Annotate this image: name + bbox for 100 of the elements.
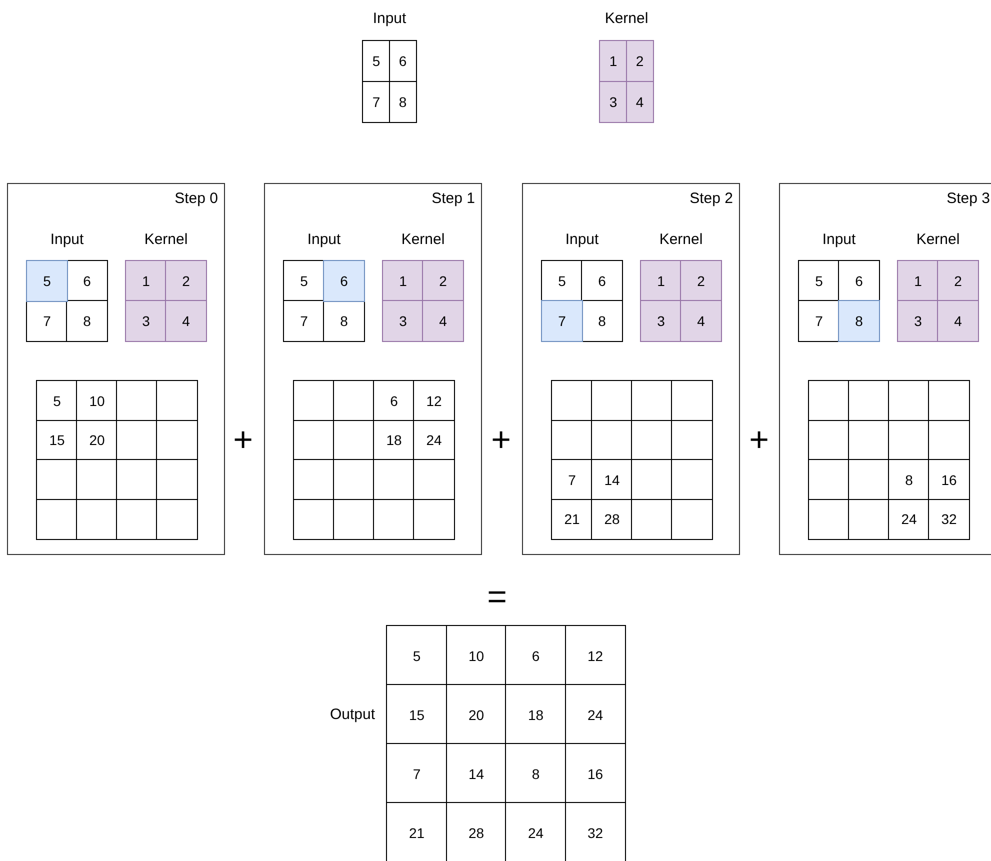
matrix-cell: 6 [838,260,880,302]
matrix-title: Output [330,706,376,723]
matrix-cell: 8 [838,300,880,342]
step-panel [264,183,482,555]
matrix-cell: 32 [928,498,970,540]
matrix-cell: 24 [888,498,930,540]
matrix-cell: 6 [373,380,415,422]
matrix-cell: 4 [680,300,722,342]
matrix-title: Input [565,231,599,248]
matrix-cell: 1 [382,260,424,302]
step-label: Step 3 [946,190,990,207]
matrix-cell: 8 [581,300,623,342]
step-panel [7,183,225,555]
matrix-cell: 2 [937,260,979,302]
matrix-cell: 7 [386,743,448,804]
matrix-title: Kernel [659,231,703,248]
matrix-cell: 5 [283,260,325,302]
kernel-matrix [898,261,978,341]
matrix-cell: 5 [26,260,68,302]
matrix-cell: 5 [36,380,78,422]
matrix-cell: 8 [388,80,417,123]
matrix-cell: 8 [323,300,365,342]
matrix-cell: 1 [599,40,628,82]
matrix-cell: 28 [591,498,633,540]
matrix-cell: 2 [626,40,654,82]
matrix-cell: 21 [551,498,593,540]
output-matrix [387,626,625,861]
input-matrix [542,261,622,341]
matrix-title: Input [372,10,406,27]
matrix-cell: 12 [564,625,626,686]
matrix-cell: 1 [640,260,682,302]
matrix-cell: 24 [505,802,566,861]
matrix-cell: 1 [125,260,167,302]
matrix-title: Kernel [144,231,188,248]
input-matrix [363,41,416,122]
matrix-cell: 16 [928,459,970,500]
matrix-cell: 4 [937,300,979,342]
matrix-cell: 7 [798,300,840,342]
partial-output-matrix [809,381,969,539]
input-matrix [27,261,107,341]
matrix-cell: 8 [888,459,930,500]
matrix-cell: 16 [564,743,626,804]
matrix-title: Input [307,231,341,248]
matrix-cell: 2 [680,260,722,302]
matrix-cell: 2 [165,260,207,302]
matrix-cell: 5 [541,260,583,302]
matrix-cell: 24 [564,684,626,745]
matrix-cell: 2 [422,260,464,302]
matrix-cell: 18 [505,684,566,745]
matrix-cell: 10 [76,380,118,422]
step-panel [779,183,991,555]
matrix-cell: 3 [640,300,682,342]
matrix-cell: 8 [505,743,566,804]
kernel-matrix [126,261,206,341]
matrix-title: Kernel [401,231,445,248]
matrix-cell: 21 [386,802,448,861]
matrix-cell: 6 [388,40,417,82]
matrix-title: Kernel [604,10,648,27]
matrix-cell: 7 [26,300,68,342]
matrix-title: Input [822,231,856,248]
step-label: Step 0 [174,190,218,207]
matrix-cell: 6 [323,260,365,302]
step-panel [522,183,740,555]
matrix-cell: 32 [564,802,626,861]
matrix-cell: 12 [413,380,455,422]
partial-output-matrix [37,381,197,539]
matrix-cell: 7 [283,300,325,342]
matrix-cell: 5 [386,625,448,686]
plus-sign: + [749,423,769,457]
input-matrix [284,261,364,341]
matrix-cell: 14 [591,459,633,500]
matrix-cell: 3 [125,300,167,342]
matrix-title: Input [50,231,84,248]
plus-sign: + [491,423,511,457]
matrix-title: Kernel [916,231,960,248]
matrix-cell: 4 [626,80,654,123]
partial-output-matrix [552,381,712,539]
matrix-cell: 3 [897,300,939,342]
matrix-cell: 15 [386,684,448,745]
matrix-cell: 4 [165,300,207,342]
matrix-cell: 6 [505,625,566,686]
kernel-matrix [600,41,653,122]
matrix-cell: 5 [798,260,840,302]
input-matrix [799,261,879,341]
plus-sign: + [233,423,253,457]
step-label: Step 1 [432,190,475,207]
matrix-cell: 24 [413,420,455,461]
matrix-cell: 3 [599,80,628,123]
partial-output-matrix [294,381,454,539]
matrix-cell: 3 [382,300,424,342]
kernel-matrix [641,261,721,341]
matrix-cell: 5 [362,40,390,82]
matrix-cell: 7 [551,459,593,500]
step-label: Step 2 [690,190,733,207]
matrix-cell: 1 [897,260,939,302]
matrix-cell: 7 [541,300,583,342]
kernel-matrix [383,261,463,341]
matrix-cell: 7 [362,80,390,123]
matrix-cell: 8 [66,300,108,342]
matrix-cell: 6 [581,260,623,302]
